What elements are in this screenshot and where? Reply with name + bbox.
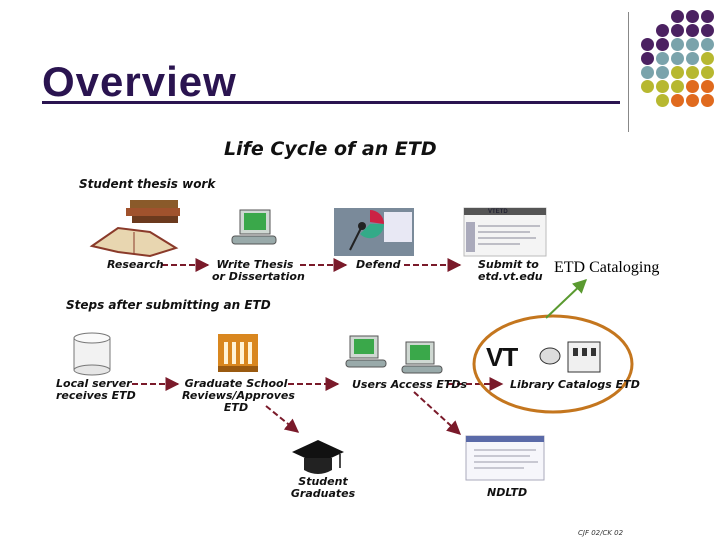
- books-icon: [89, 200, 180, 258]
- node-submit-label-line1: Submit to: [478, 258, 539, 271]
- decorative-dot: [671, 94, 684, 107]
- server-cylinder-icon: [73, 332, 111, 376]
- etd-cataloging-callout: ETD Cataloging: [554, 259, 660, 276]
- graduate-school-building-icon: [218, 334, 258, 372]
- title-underline: [42, 101, 620, 104]
- computers-icon-users: [345, 335, 443, 374]
- node-graduate-school-line3: ETD: [223, 401, 249, 414]
- node-submit-label: Submit to etd.vt.edu: [478, 259, 543, 283]
- node-submit-label-line2: etd.vt.edu: [478, 270, 543, 283]
- decorative-dot: [686, 80, 699, 93]
- decorative-dot: [686, 52, 699, 65]
- decorative-dot: [641, 38, 654, 51]
- vt-logo: VT: [486, 342, 518, 372]
- decorative-dot: [641, 52, 654, 65]
- computer-icon-write: [231, 209, 277, 245]
- vtetd-page-header: VTETD: [488, 209, 508, 215]
- slide-title: Overview: [42, 58, 237, 105]
- node-defend-label: Defend: [356, 258, 401, 271]
- decorative-dot: [701, 38, 714, 51]
- node-local-server-label: Local server receives ETD: [56, 377, 136, 402]
- node-graduate-school-line1: Graduate School: [184, 377, 288, 390]
- callout-arrow: [545, 279, 588, 319]
- node-student-line2: Graduates: [290, 487, 356, 500]
- decorative-dot: [671, 38, 684, 51]
- defend-image: [334, 208, 414, 256]
- decorative-dot: [641, 66, 654, 79]
- arrow-users-ndltd: [413, 391, 462, 435]
- decorative-dot: [656, 66, 669, 79]
- diagram-heading: Life Cycle of an ETD: [224, 138, 437, 160]
- arrow-grad-student: [265, 405, 300, 433]
- decorative-dot: [656, 24, 669, 37]
- decorative-dot: [671, 80, 684, 93]
- decorative-dot: [686, 10, 699, 23]
- section-student-work: Student thesis work: [79, 177, 216, 191]
- decorative-dot: [686, 38, 699, 51]
- decorative-dot: [656, 94, 669, 107]
- decorative-dot: [671, 66, 684, 79]
- section-after-submit: Steps after submitting an ETD: [66, 298, 271, 312]
- node-write-label: Write Thesis or Dissertation: [212, 258, 305, 283]
- node-student-line1: Student: [298, 475, 348, 488]
- decorative-dot: [641, 80, 654, 93]
- divider-line: [628, 12, 629, 132]
- node-research-label: Research: [107, 258, 164, 271]
- library-building-icon: [539, 341, 601, 373]
- decorative-dot: [686, 24, 699, 37]
- node-graduate-school-label: Graduate School Reviews/Approves ETD: [182, 377, 295, 414]
- decorative-dot: [686, 94, 699, 107]
- ndltd-page-thumbnail: [465, 435, 545, 481]
- decorative-dot: [701, 52, 714, 65]
- slide-footer: CJF 02/CK 02: [578, 529, 624, 537]
- node-graduate-school-line2: Reviews/Approves: [182, 389, 295, 402]
- decorative-dot: [701, 94, 714, 107]
- decorative-dot: [671, 10, 684, 23]
- decorative-dot: [671, 24, 684, 37]
- decorative-dot: [671, 52, 684, 65]
- decorative-dot-grid: [641, 10, 720, 110]
- node-users-label: Users Access ETDs: [352, 378, 468, 391]
- node-local-server-line1: Local server: [56, 377, 132, 390]
- node-ndltd-label: NDLTD: [487, 486, 528, 499]
- decorative-dot: [701, 80, 714, 93]
- decorative-dot: [656, 52, 669, 65]
- decorative-dot: [701, 10, 714, 23]
- node-write-label-line1: Write Thesis: [216, 258, 294, 271]
- node-student-graduates-label: Student Graduates: [290, 476, 356, 500]
- highlight-circle: [472, 314, 634, 414]
- submit-page-thumbnail: [463, 207, 547, 257]
- decorative-dot: [701, 66, 714, 79]
- node-write-label-line2: or Dissertation: [212, 270, 305, 283]
- node-library-label: Library Catalogs ETD: [510, 378, 640, 391]
- node-local-server-line2: receives ETD: [56, 389, 136, 402]
- decorative-dot: [686, 66, 699, 79]
- decorative-dot: [656, 38, 669, 51]
- decorative-dot: [656, 80, 669, 93]
- graduation-cap-icon: [292, 440, 344, 474]
- decorative-dot: [701, 24, 714, 37]
